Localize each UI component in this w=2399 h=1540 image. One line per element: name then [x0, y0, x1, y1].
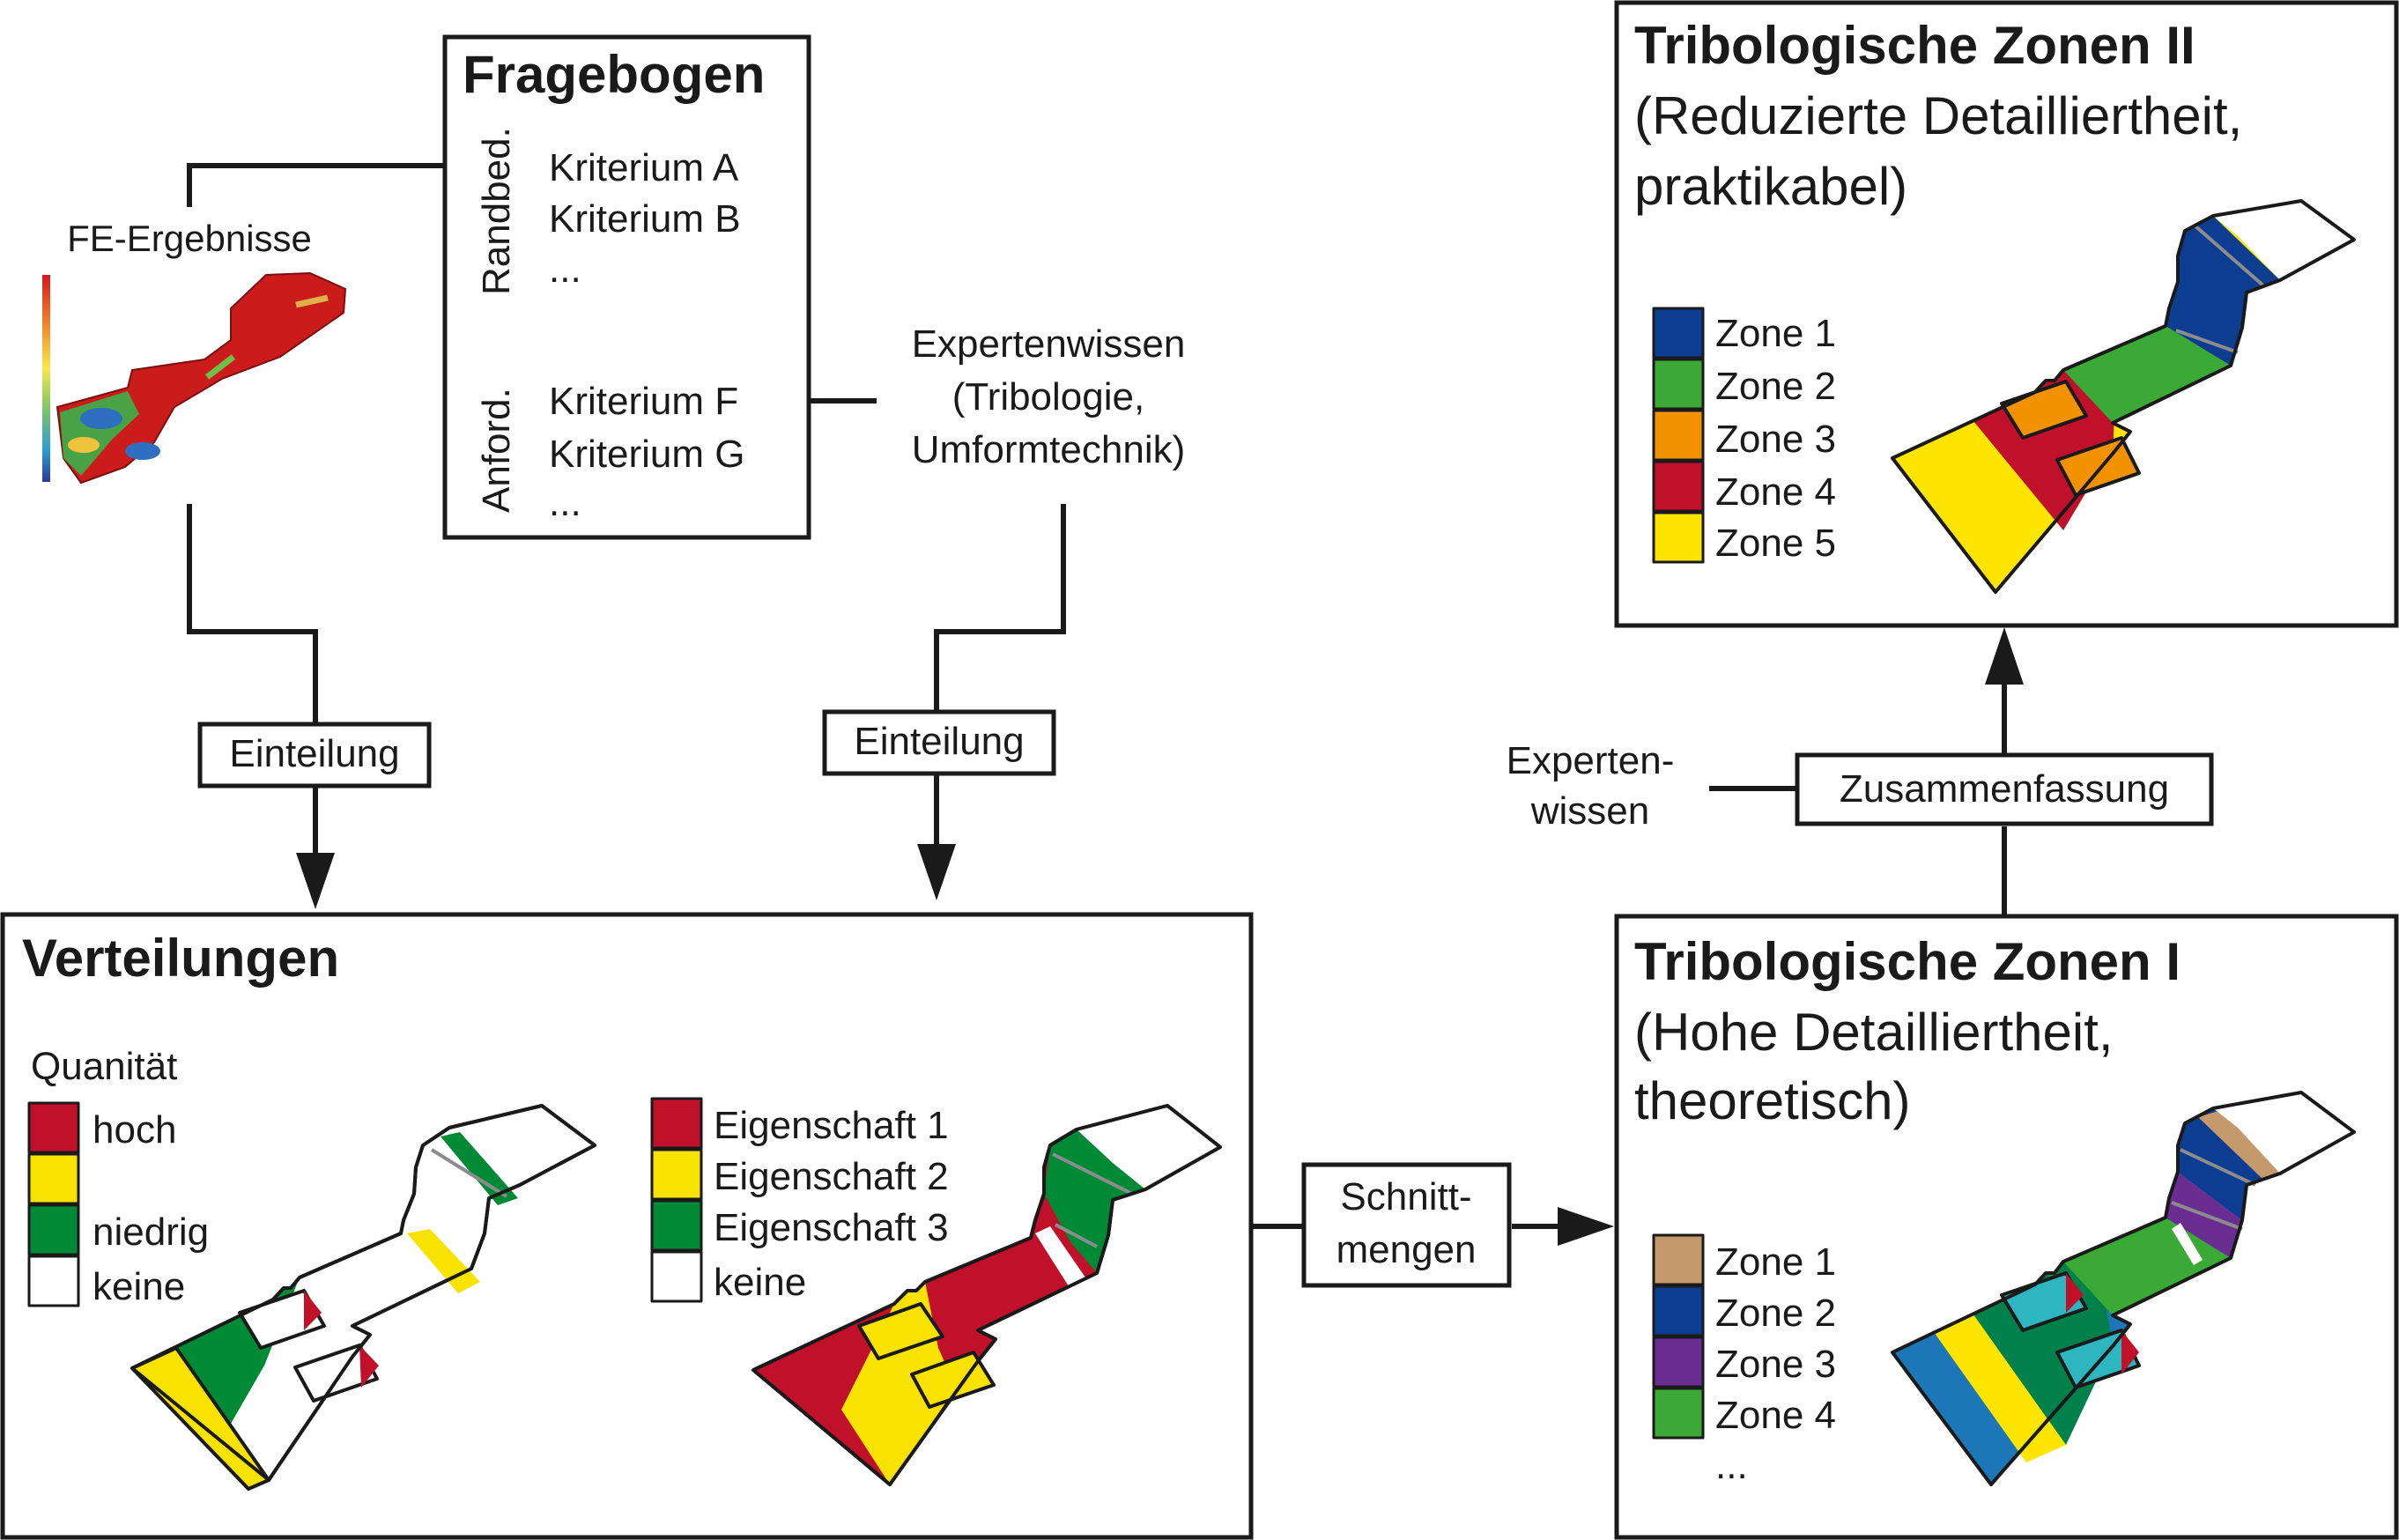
fe-result-plot — [56, 271, 347, 485]
color-scale-bar — [42, 275, 50, 482]
expert-knowledge-line-2: (Tribologie, — [952, 375, 1144, 418]
zones-1-label-4: Zone 4 — [1715, 1394, 1836, 1437]
step-schnittmengen: Schnitt- mengen — [1301, 1162, 1512, 1288]
criterion-b: Kriterium B — [549, 197, 741, 241]
connectors — [187, 163, 2024, 1246]
swatch-zone1-i — [1652, 1233, 1705, 1286]
legend-hoch: hoch — [93, 1108, 176, 1151]
legend-eigenschaft-3: Eigenschaft 3 — [714, 1206, 949, 1249]
zones-2-subtitle-2: praktikabel) — [1634, 157, 1907, 216]
zones-2-label-3: Zone 3 — [1715, 418, 1836, 461]
swatch-mittel — [27, 1152, 80, 1205]
swatch-zone3-i — [1652, 1336, 1705, 1388]
swatch-keine — [27, 1255, 80, 1307]
swatch-eigenschaft-2 — [650, 1148, 703, 1201]
expert-knowledge-line-3: Umformtechnik) — [912, 428, 1186, 471]
zones-1-subtitle-1: (Hohe Detailliertheit, — [1634, 1003, 2114, 1062]
zones-2-label-1: Zone 1 — [1715, 312, 1836, 355]
part-quantity-distribution — [130, 1104, 596, 1491]
criterion-ellipsis-1: ... — [549, 248, 581, 291]
zones-1-label-3: Zone 3 — [1715, 1343, 1836, 1386]
criterion-ellipsis-2: ... — [549, 481, 581, 524]
swatch-niedrig — [27, 1203, 80, 1256]
zones-1-subtitle-2: theoretisch) — [1634, 1071, 1910, 1130]
part-property-distribution — [752, 1104, 1222, 1486]
zones-1-label-2: Zone 2 — [1715, 1292, 1836, 1335]
swatch-zone4-ii — [1652, 460, 1705, 513]
distributions-box: Verteilungen Quanität hoch niedrig keine… — [0, 912, 1254, 1540]
criterion-g: Kriterium G — [549, 433, 744, 476]
distributions-title: Verteilungen — [22, 929, 339, 988]
expert-knowledge-2-line-1: Experten- — [1507, 739, 1675, 782]
questionnaire-box: Fragebogen Randbed. Kriterium A Kriteriu… — [442, 34, 811, 540]
swatch-zone2-i — [1652, 1285, 1705, 1337]
zones-2-label-2: Zone 2 — [1715, 365, 1836, 408]
step-einteilung-left: Einteilung — [197, 722, 432, 789]
swatch-zone2-ii — [1652, 358, 1705, 411]
fe-results-label: FE-Ergebnisse — [67, 218, 312, 259]
legend-eigenschaft-1: Eigenschaft 1 — [714, 1104, 949, 1147]
swatch-eigenschaft-1 — [650, 1097, 703, 1150]
property-legend: Eigenschaft 1 Eigenschaft 2 Eigenschaft … — [650, 1097, 949, 1304]
einteilung-left-label: Einteilung — [229, 732, 399, 775]
questionnaire-group1-label: Randbed. — [475, 127, 518, 295]
part-zones-1 — [1891, 1091, 2356, 1486]
legend-eigenschaft-2: Eigenschaft 2 — [714, 1155, 949, 1198]
zones-1-box: Tribologische Zonen I (Hohe Detaillierth… — [1614, 914, 2399, 1540]
swatch-eigenschaft-3 — [650, 1199, 703, 1252]
zones-1-title: Tribologische Zonen I — [1634, 932, 2181, 991]
legend-keine-2: keine — [714, 1261, 806, 1304]
fe-results: FE-Ergebnisse — [42, 218, 347, 485]
swatch-zone4-i — [1652, 1387, 1705, 1440]
zones-2-label-4: Zone 4 — [1715, 470, 1836, 514]
swatch-keine-2 — [650, 1250, 703, 1303]
step-einteilung-right: Einteilung — [822, 709, 1056, 776]
zones-1-more: ... — [1715, 1444, 1748, 1487]
questionnaire-title: Fragebogen — [463, 45, 765, 104]
quantity-legend: Quanität hoch niedrig keine — [27, 1045, 209, 1308]
legend-keine: keine — [93, 1265, 185, 1308]
zones-2-subtitle-1: (Reduzierte Detailliertheit, — [1634, 86, 2242, 145]
zusammenfassung-label: Zusammenfassung — [1840, 767, 2169, 811]
criterion-f: Kriterium F — [549, 380, 738, 423]
swatch-zone1-ii — [1652, 307, 1705, 359]
expert-knowledge-2-line-2: wissen — [1530, 789, 1650, 833]
zones-1-label-1: Zone 1 — [1715, 1240, 1836, 1284]
expert-knowledge-2: Experten- wissen — [1507, 739, 1675, 833]
expert-knowledge-line-1: Expertenwissen — [912, 322, 1186, 366]
zones-2-title: Tribologische Zonen II — [1634, 16, 2195, 75]
swatch-hoch — [27, 1101, 80, 1154]
quantity-legend-title: Quanität — [31, 1045, 177, 1088]
zones-2-label-5: Zone 5 — [1715, 522, 1836, 565]
legend-niedrig: niedrig — [93, 1211, 209, 1254]
part-zones-2 — [1891, 199, 2356, 594]
einteilung-right-label: Einteilung — [854, 720, 1024, 763]
schnittmengen-line-2: mengen — [1336, 1228, 1476, 1271]
swatch-zone3-ii — [1652, 409, 1705, 462]
questionnaire-group2-label: Anford. — [475, 388, 518, 513]
expert-knowledge: Expertenwissen (Tribologie, Umformtechni… — [912, 322, 1186, 471]
swatch-zone5-ii — [1652, 511, 1705, 564]
step-zusammenfassung: Zusammenfassung — [1795, 752, 2214, 826]
schnittmengen-line-1: Schnitt- — [1340, 1175, 1471, 1218]
zones-2-box: Tribologische Zonen II (Reduzierte Detai… — [1614, 0, 2399, 628]
criterion-a: Kriterium A — [549, 146, 739, 189]
